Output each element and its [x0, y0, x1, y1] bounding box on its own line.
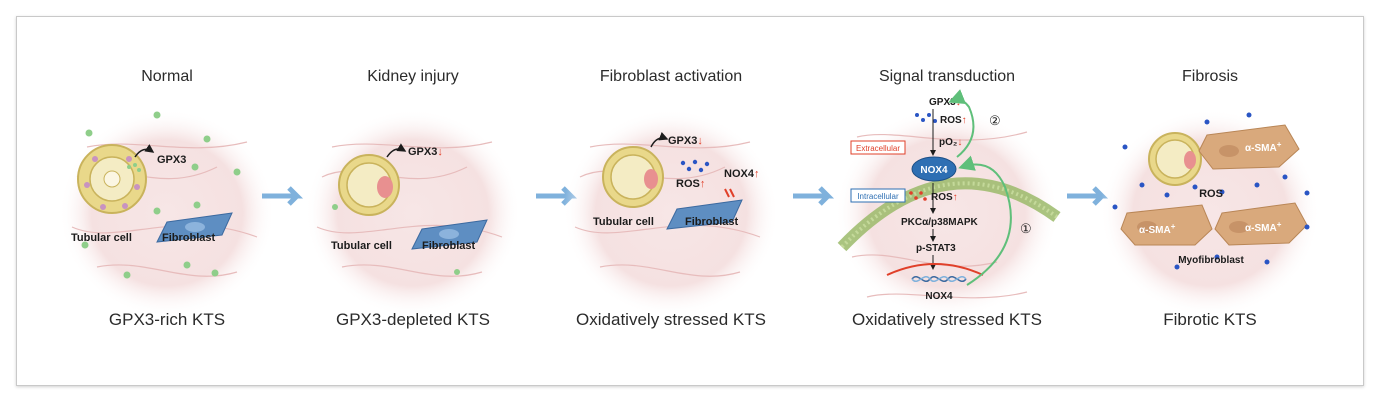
dna-helix-strand [911, 276, 967, 282]
intracellular-box [850, 188, 906, 203]
loop-1-label: ① [1020, 221, 1032, 236]
tubular-cell-icon [602, 146, 664, 208]
figure-frame: Normal GPX3 Tubular cell Fibroblast GPX3… [16, 16, 1364, 386]
panel-kidney-injury: Kidney injury GPX3↓ Tubular cell Fibrobl… [305, 68, 521, 329]
panel-title: Signal transduction [879, 68, 1015, 85]
ros-dots [680, 159, 710, 173]
gpx3-label: GPX3↓ [929, 97, 961, 108]
ros-dots [909, 191, 927, 201]
panel-title: Fibroblast activation [600, 68, 742, 85]
fibroblast-label: Fibroblast [422, 240, 476, 252]
gpx3-dot [332, 204, 338, 210]
cell-membrane-texture [840, 181, 1059, 249]
ros-label: ROS↑ [676, 178, 705, 190]
feedback-loop-2 [948, 89, 975, 158]
panel-fibroblast-activation: Fibroblast activation GPX3↓ ROS↑ NOX4↑ T… [563, 68, 779, 329]
panel-caption: GPX3-depleted KTS [336, 310, 490, 329]
tissue-background [305, 109, 521, 317]
panel-caption: GPX3-rich KTS [109, 310, 225, 329]
stage-arrow-4 [1067, 186, 1109, 206]
loop-2-label: ② [989, 113, 1001, 128]
nox4-gene-label: NOX4 [925, 291, 953, 302]
tubular-cell-label: Tubular cell [71, 232, 132, 244]
pathway-diagram: Normal GPX3 Tubular cell Fibroblast GPX3… [59, 68, 1320, 329]
secretion-arrow [134, 144, 155, 158]
sma-label-3: α-SMA+ [1245, 220, 1282, 234]
stage-arrow-3 [793, 186, 835, 206]
nucleus-envelope [886, 263, 984, 276]
gpx3-dot [454, 269, 460, 275]
pathway-label: PKCα/p38MAPK [901, 217, 978, 228]
tissue-background [59, 109, 275, 317]
ros-top-label: ROS↑ [940, 115, 967, 126]
tissue-background [835, 107, 1059, 319]
nox4-receptor [911, 156, 957, 182]
nox4-receptor-label: NOX4 [920, 165, 948, 176]
fibroblast-label: Fibroblast [162, 232, 216, 244]
intracellular-label: Intracellular [857, 192, 899, 201]
tubular-cell-icon [1148, 132, 1202, 186]
po2-label: pO₂↓ [939, 137, 962, 148]
panel-caption: Oxidatively stressed KTS [852, 310, 1042, 329]
tubular-cell-icon [338, 154, 400, 216]
extracellular-label: Extracellular [856, 144, 900, 153]
fibroblast-nucleus [185, 222, 205, 232]
feedback-loop-1 [958, 155, 1012, 286]
sma-label-1: α-SMA+ [1245, 140, 1282, 154]
panel-signal-transduction: Signal transduction GPX3↓ ROS↑ pO₂↓ Extr… [835, 68, 1061, 329]
ros-dots [915, 113, 937, 123]
tissue-fibers [851, 131, 1028, 299]
secretion-arrow [386, 143, 407, 158]
panel-title: Fibrosis [1182, 68, 1238, 85]
gpx3-label: GPX3 [157, 154, 186, 166]
tubular-cell-label: Tubular cell [593, 216, 654, 228]
ros-dots [1112, 112, 1310, 270]
panel-caption: Fibrotic KTS [1163, 310, 1257, 329]
gpx3-label: GPX3↓ [408, 146, 443, 158]
ros-label: ROS [1199, 188, 1223, 200]
gpx3-dots [81, 111, 241, 279]
stage-arrow-1 [262, 186, 304, 206]
tubular-cell-label: Tubular cell [331, 240, 392, 252]
panel-fibrosis: Fibrosis α-SMA+ α-SMA+ α-SMA+ ROS Myofib… [1100, 68, 1320, 329]
panel-normal: Normal GPX3 Tubular cell Fibroblast GPX3… [59, 68, 275, 329]
myofibroblast-label: Myofibroblast [1178, 255, 1244, 266]
fibroblast-nucleus [439, 229, 459, 239]
gpx3-label: GPX3↓ [668, 135, 703, 147]
panel-title: Kidney injury [367, 68, 459, 85]
ros-mid-label: ROS↑ [931, 192, 958, 203]
tubular-cell-icon [77, 144, 147, 214]
nox4-marker-icon [724, 188, 735, 198]
secretion-arrow [650, 132, 669, 148]
fibroblast-label: Fibroblast [685, 216, 739, 228]
panel-caption: Oxidatively stressed KTS [576, 310, 766, 329]
extracellular-box [850, 140, 906, 155]
myofibroblast-icon [1120, 124, 1308, 246]
stat3-label: p-STAT3 [916, 243, 956, 254]
panel-title: Normal [141, 68, 193, 85]
nox4-label: NOX4↑ [724, 168, 759, 180]
fibroblast-icon [666, 199, 743, 230]
sma-label-2: α-SMA+ [1139, 222, 1176, 236]
